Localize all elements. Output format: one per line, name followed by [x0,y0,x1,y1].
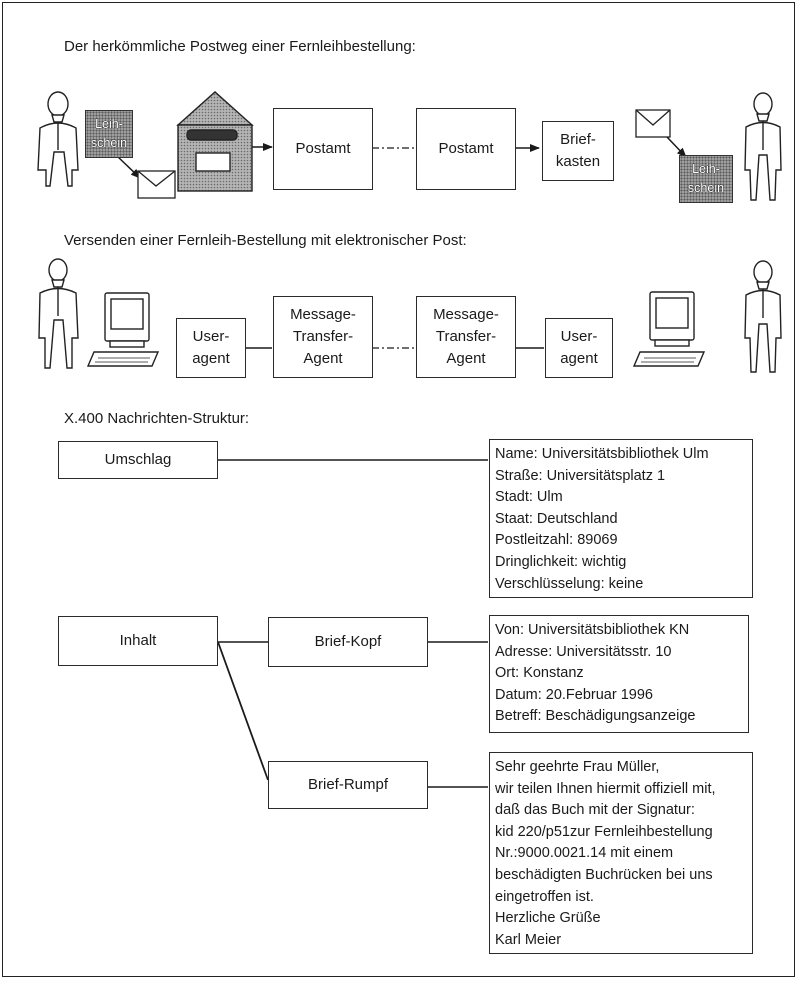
envelope-icon [137,170,176,199]
body-line: daß das Buch mit der Signatur: [495,802,695,819]
letterbox-box: Brief- kasten [542,121,614,181]
envelope-box: Umschlag [58,441,218,479]
body-line: Herzliche Grüße [495,910,601,927]
envelope-field: Name: Universitätsbibliothek Ulm [495,446,709,462]
body-line: beschädigten Buchrücken bei uns [495,866,713,883]
person-icon [744,92,782,201]
header-box: Brief-Kopf [268,617,428,667]
header-field: Betreff: Beschädigungsanzeige [495,708,696,725]
body-text-box: Sehr geehrte Frau Müller, wir teilen Ihn… [489,752,753,954]
body-line: eingetroffen ist. [495,888,594,905]
header-field: Von: Universitätsbibliothek KN [495,622,690,638]
envelope-icon [635,109,671,138]
body-box: Brief-Rumpf [268,761,428,809]
heading-postal-route: Der herkömmliche Postweg einer Fernleihb… [64,38,416,55]
computer-icon [86,292,160,367]
arrow-slip-to-envelope [116,155,141,179]
heading-x400-structure: X.400 Nachrichten-Struktur: [64,410,250,427]
user-agent-box-1: User- agent [176,318,246,378]
person-icon [37,91,79,187]
envelope-field: Stadt: Ulm [495,489,563,506]
body-line: Karl Meier [495,931,562,948]
header-field: Ort: Konstanz [495,665,584,682]
person-icon [38,258,79,369]
body-line: kid 220/p51zur Fernleihbestellung [495,823,713,840]
body-line: wir teilen Ihnen hiermit offiziell mit, [495,780,716,797]
header-field: Datum: 20.Februar 1996 [495,686,653,703]
header-field: Adresse: Universitätsstr. 10 [495,643,672,660]
arrow-envelope-to-slip [666,136,687,158]
loan-slip-sender: Leih- schein [85,110,133,158]
post-office-box-1: Postamt [273,108,373,190]
post-office-box-2: Postamt [416,108,516,190]
mailbox-house-icon [176,91,254,192]
envelope-field: Staat: Deutschland [495,510,618,527]
heading-email-route: Versenden einer Fernleih-Bestellung mit … [64,232,467,249]
mta-box-1: Message- Transfer- Agent [273,296,373,378]
body-line: Nr.:9000.0021.14 mit einem [495,845,674,862]
envelope-field: Postleitzahl: 89069 [495,532,618,549]
content-box: Inhalt [58,616,218,666]
envelope-field: Straße: Universitätsplatz 1 [495,467,666,484]
link-content-to-body [217,641,269,781]
computer-icon [632,291,706,367]
header-fields-box: Von: Universitätsbibliothek KN Adresse: … [489,615,749,733]
user-agent-box-2: User- agent [545,318,613,378]
envelope-fields-box: Name: Universitätsbibliothek Ulm Straße:… [489,439,753,598]
person-icon [744,260,782,373]
envelope-field: Verschlüsselung: keine [495,575,644,592]
mta-box-2: Message- Transfer- Agent [416,296,516,378]
body-line: Sehr geehrte Frau Müller, [495,759,660,775]
envelope-field: Dringlichkeit: wichtig [495,553,627,570]
loan-slip-receiver: Leih- schein [679,155,733,203]
